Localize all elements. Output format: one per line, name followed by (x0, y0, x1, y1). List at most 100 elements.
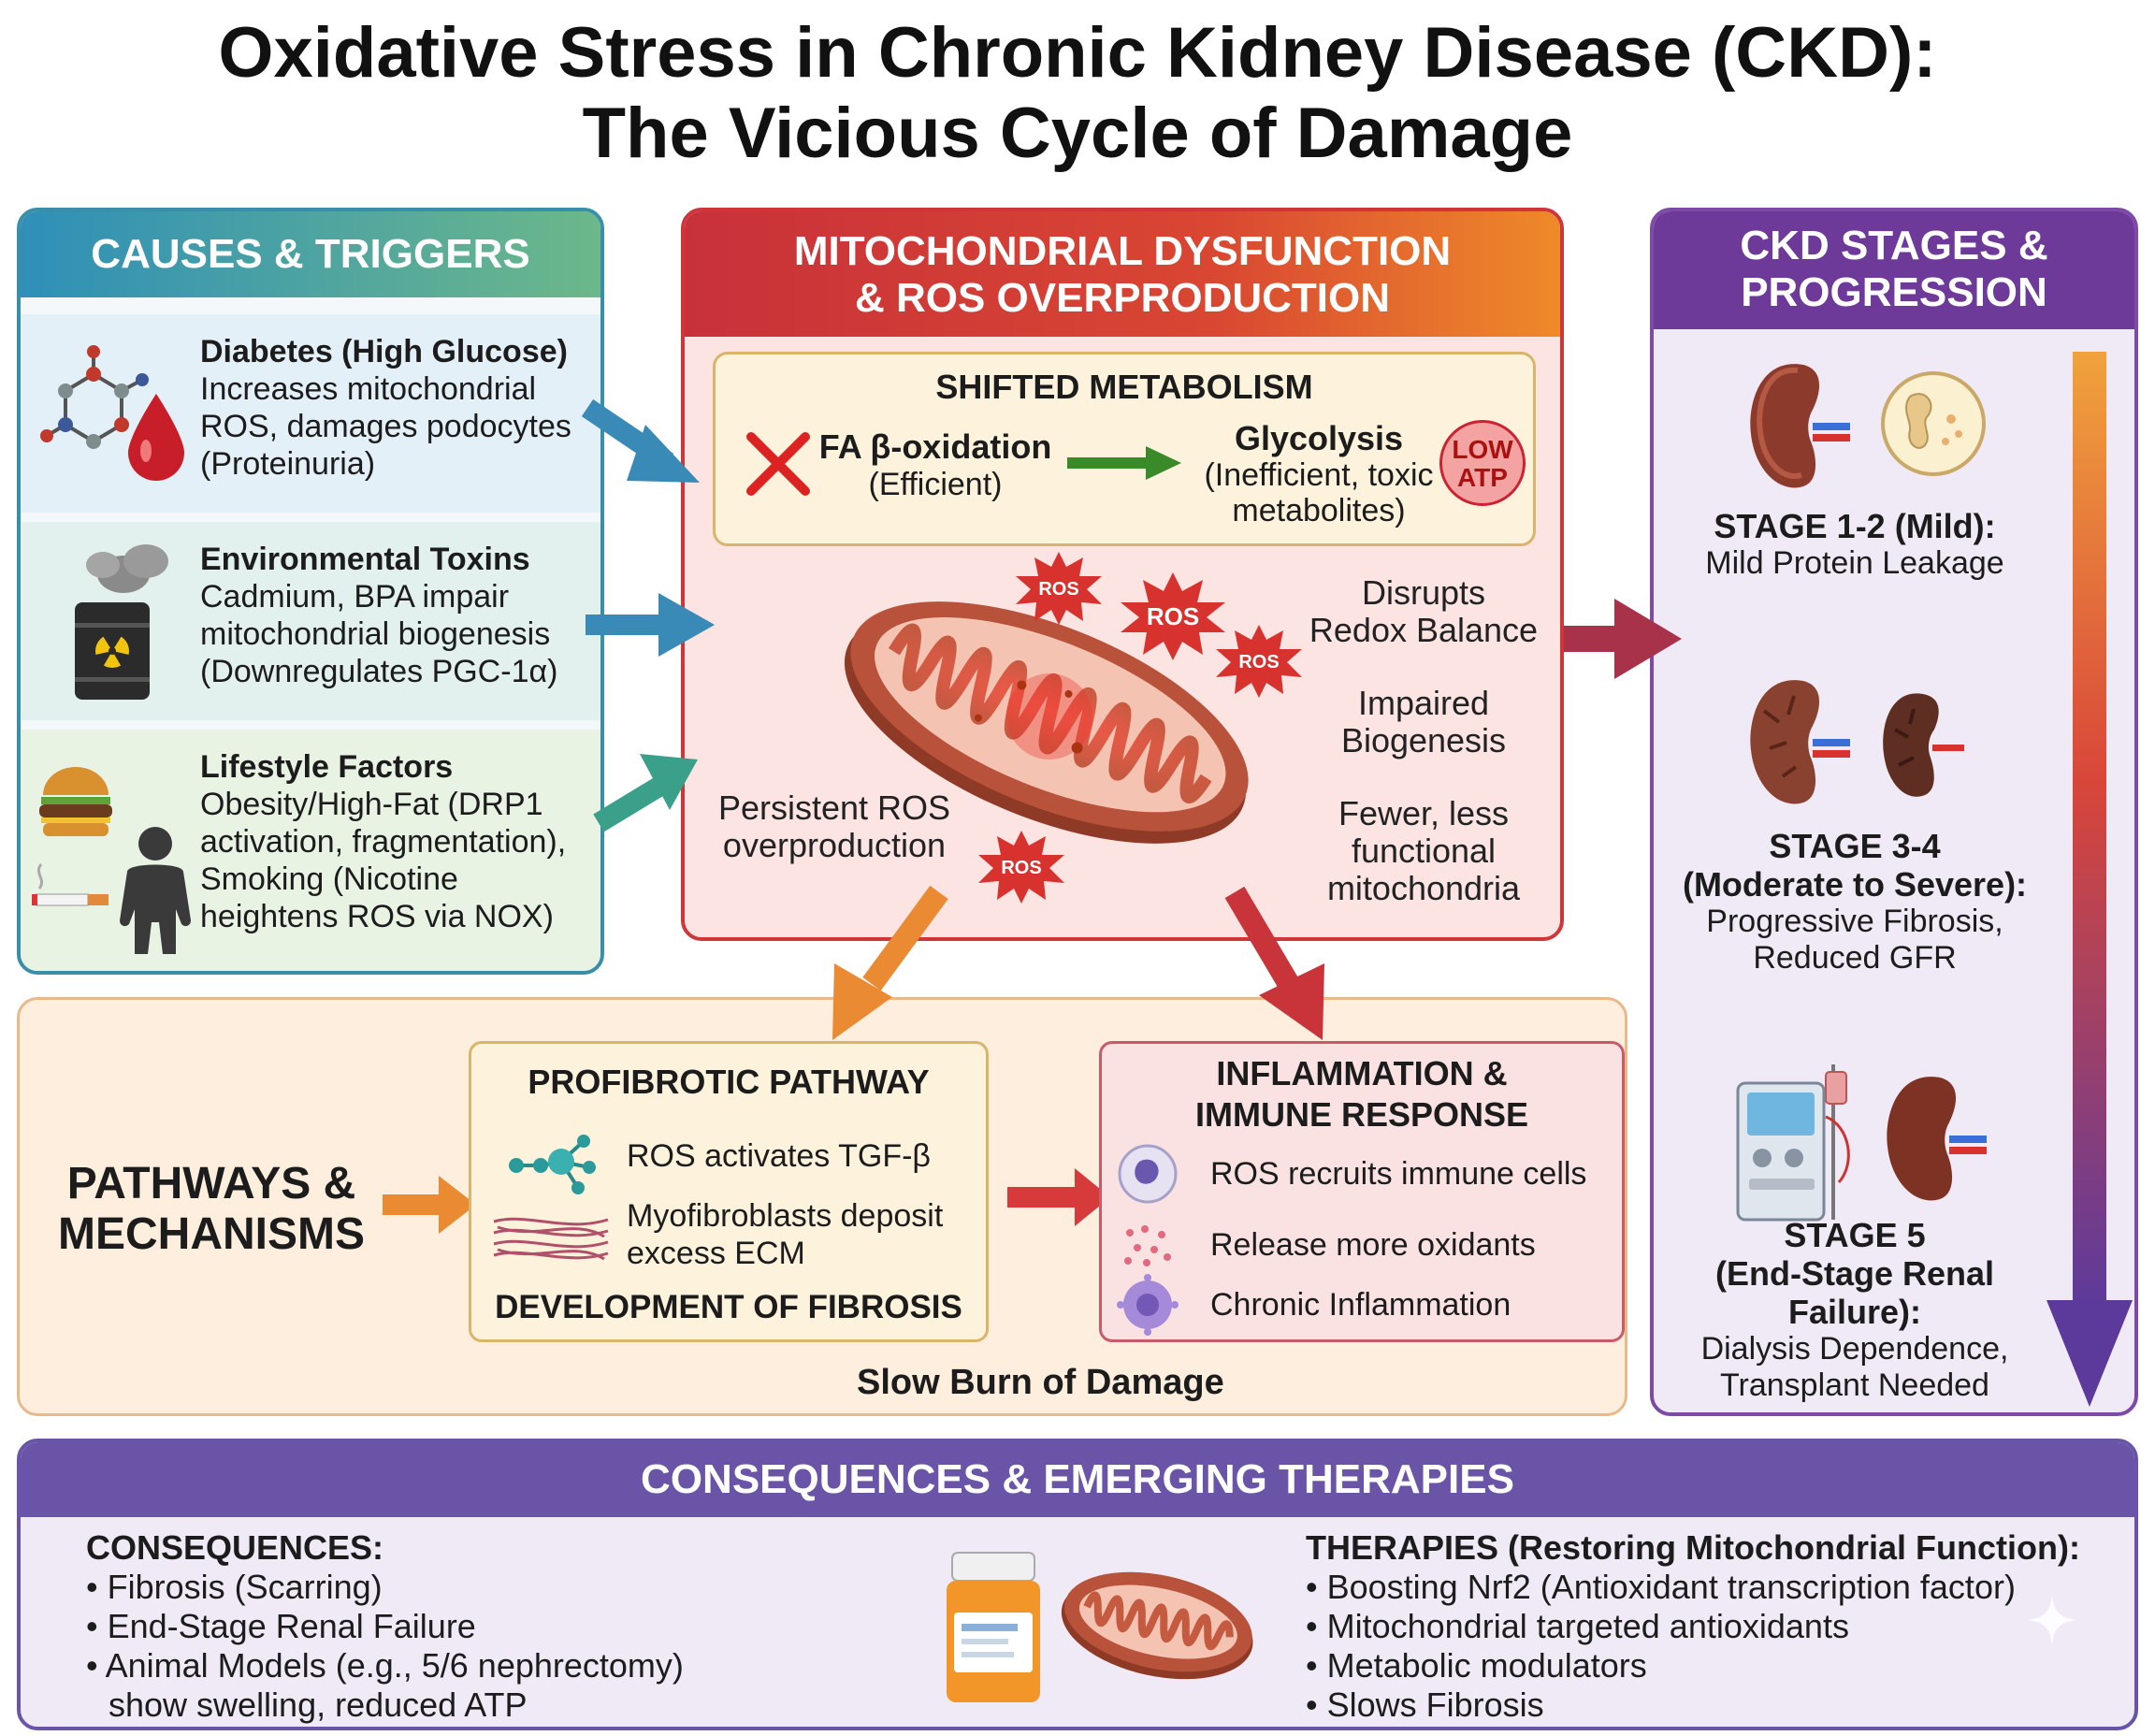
therapy-item: • Metabolic modulators (1306, 1646, 1647, 1685)
ros-label: ROS (1001, 858, 1041, 878)
causes-panel: CAUSES & TRIGGERS Diabetes (High Glucose… (17, 208, 604, 975)
red-arrow-icon (1007, 1168, 1110, 1226)
healthy-mitochondrion-icon (1061, 1571, 1253, 1680)
therapy-item: • Boosting Nrf2 (Antioxidant transcripti… (1306, 1568, 2016, 1606)
therapy-item: • Slows Fibrosis (1306, 1685, 1544, 1724)
orange-arrow-icon (383, 1176, 476, 1234)
pill-bottle-icon (947, 1552, 1040, 1702)
cause-text: Lifestyle Factors Obesity/High-Fat (DRP1… (200, 748, 600, 935)
effect-redox: Disrupts Redox Balance (1293, 574, 1555, 649)
mito-header: MITOCHONDRIAL DYSFUNCTION & ROS OVERPROD… (685, 211, 1560, 337)
profibrotic-footer: DEVELOPMENT OF FIBROSIS (495, 1289, 962, 1325)
consequence-item: • Animal Models (e.g., 5/6 nephrectomy) (86, 1646, 684, 1685)
cause-line: (Proteinuria) (200, 446, 376, 482)
burger-icon (39, 767, 112, 836)
effect-fewer-mito: Fewer, less functional mitochondria (1293, 795, 1555, 907)
effect-line: Impaired (1357, 684, 1490, 722)
mito-header-line-2: & ROS OVERPRODUCTION (854, 275, 1391, 321)
shrunken-kidney-icon (1883, 693, 1964, 797)
effect-line: Biogenesis (1340, 721, 1507, 760)
cause-title: Lifestyle Factors (200, 749, 454, 785)
ros-burst-icon: ROS (1016, 552, 1102, 625)
profibrotic-box: PROFIBROTIC PATHWAY ROS activates TGF-β … (469, 1041, 989, 1342)
mito-to-inflammation-arrow (1224, 886, 1324, 1040)
progression-arrow (2047, 352, 2133, 1407)
fa-title: FA β-oxidation (818, 427, 1052, 466)
mitochondrion-icon (844, 601, 1249, 844)
stages-header-line-1: CKD STAGES & (1740, 223, 2048, 268)
consequences-header-text: CONSEQUENCES & EMERGING THERAPIES (641, 1456, 1514, 1502)
profibrotic-item: ROS activates TGF-β (627, 1138, 931, 1174)
cause-line: ROS, damages podocytes (200, 409, 571, 444)
profibrotic-item: Myofibroblasts deposit excess ECM (627, 1197, 943, 1272)
inflammation-item: ROS recruits immune cells (1210, 1156, 1587, 1192)
cause-item-toxins: Environmental Toxins Cadmium, BPA impair… (21, 522, 600, 720)
stage-desc: Progressive Fibrosis, (1706, 904, 2003, 939)
stage-title: (Moderate to Severe): (1682, 865, 2028, 904)
stage-title: STAGE 1-2 (Mild): (1714, 507, 1996, 545)
ros-label: ROS (1038, 579, 1078, 600)
stage-title: STAGE 3-4 (1769, 827, 1941, 865)
title-line-1: Oxidative Stress in Chronic Kidney Disea… (218, 13, 1937, 93)
fa-sub: (Efficient) (868, 467, 1003, 502)
cause-line: Cadmium, BPA impair (200, 579, 510, 615)
title-line-2: The Vicious Cycle of Damage (582, 94, 1573, 173)
cause-arrow-1 (581, 398, 700, 483)
stages-header: CKD STAGES & PROGRESSION (1654, 211, 2134, 329)
stage-title: Failure): (1787, 1293, 1921, 1331)
consequences-title: CONSEQUENCES: (86, 1528, 384, 1567)
pathways-label-line: PATHWAYS & (66, 1159, 356, 1208)
therapies-list: THERAPIES (Restoring Mitochondrial Funct… (1306, 1528, 2134, 1725)
caption-text: Slow Burn of Damage (857, 1363, 1224, 1402)
therapy-item: • Mitochondrial targeted antioxidants (1306, 1607, 1849, 1645)
blood-drop-icon (128, 394, 184, 481)
mito-header-line-1: MITOCHONDRIAL DYSFUNCTION (793, 228, 1452, 274)
cigarette-icon (32, 863, 108, 906)
consequences-list: CONSEQUENCES: • Fibrosis (Scarring) • En… (86, 1528, 928, 1725)
inflammation-title-line: INFLAMMATION & (1216, 1054, 1508, 1092)
effect-line: functional (1351, 832, 1497, 870)
cause-line: Obesity/High-Fat (DRP1 (200, 787, 543, 822)
mito-to-profibrotic-arrow (832, 885, 948, 1040)
effect-line: Redox Balance (1309, 611, 1539, 649)
sparkle-icon (2026, 1594, 2078, 1646)
cause-title: Environmental Toxins (200, 542, 530, 577)
profibrotic-line: Myofibroblasts deposit (627, 1198, 944, 1234)
glyco-title: Glycolysis (1234, 419, 1404, 457)
metabolism-title: SHIFTED METABOLISM (935, 368, 1313, 406)
page-title: Oxidative Stress in Chronic Kidney Disea… (0, 13, 2155, 174)
cause-item-lifestyle: Lifestyle Factors Obesity/High-Fat (DRP1… (21, 730, 600, 971)
ros-burst-icon: ROS (1216, 625, 1302, 698)
shifted-metabolism-box: SHIFTED METABOLISM FA β-oxidation (Effic… (713, 352, 1536, 546)
consequence-item: show swelling, reduced ATP (108, 1685, 528, 1724)
cause-line: mitochondrial biogenesis (200, 616, 551, 652)
inflamed-cell-icon (1117, 1274, 1179, 1336)
cause-item-diabetes: Diabetes (High Glucose) Increases mitoch… (21, 314, 600, 513)
healthy-kidney-icon (1750, 364, 1850, 488)
persistent-line: Persistent ROS (717, 788, 951, 827)
cause-arrow-3 (593, 754, 698, 832)
ros-burst-icon: ROS (1121, 572, 1225, 660)
fa-oxidation: FA β-oxidation (Efficient) (818, 427, 1052, 503)
failed-kidney-icon (1887, 1077, 1987, 1201)
effect-biogenesis: Impaired Biogenesis (1293, 685, 1555, 760)
consequence-item: • End-Stage Renal Failure (86, 1607, 476, 1645)
effect-line: Disrupts (1361, 573, 1486, 612)
stage-desc: Mild Protein Leakage (1705, 545, 2004, 581)
stage-desc: Dialysis Dependence, (1700, 1331, 2009, 1367)
therapies-title: THERAPIES (Restoring Mitochondrial Funct… (1306, 1528, 2080, 1567)
toxic-barrel-icon (75, 544, 168, 700)
glycolysis: Glycolysis (Inefficient, toxic metabolit… (1183, 419, 1454, 529)
profibrotic-line: excess ECM (627, 1236, 805, 1271)
stage-title: STAGE 5 (1784, 1216, 1926, 1254)
cause-line: activation, fragmentation), (200, 824, 567, 860)
cause-line: (Downregulates PGC-1α) (200, 654, 558, 689)
inflammation-item: Release more oxidants (1210, 1227, 1536, 1263)
inflammation-title: INFLAMMATION & IMMUNE RESPONSE (1102, 1053, 1622, 1136)
fibers-icon (493, 1217, 609, 1261)
persistent-ros-text: Persistent ROS overproduction (713, 789, 956, 864)
cause-line: heightens ROS via NOX) (200, 899, 554, 934)
mito-to-stages-arrow (1564, 599, 1682, 679)
dialysis-machine-icon (1736, 1064, 1850, 1222)
inflammation-box: INFLAMMATION & IMMUNE RESPONSE ROS recru… (1099, 1041, 1625, 1342)
